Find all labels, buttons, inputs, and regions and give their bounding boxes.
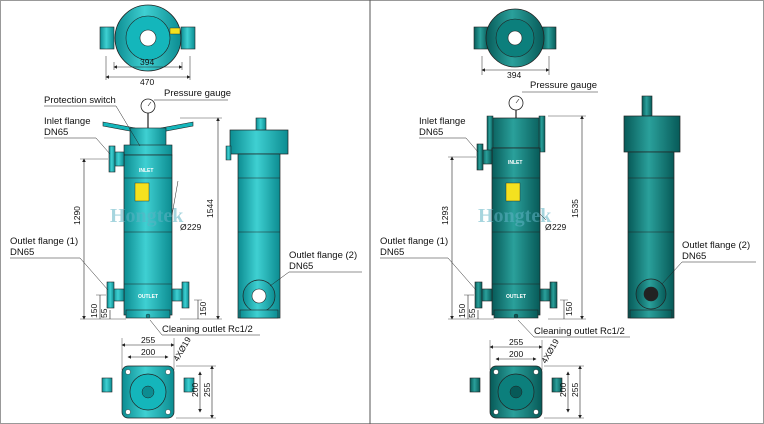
- left-label-protection-switch: Protection switch: [44, 95, 116, 106]
- left-callouts: Protection switch Pressure gauge Inlet f…: [10, 88, 362, 336]
- left-top-dim-outer: 470: [140, 77, 154, 87]
- left-dim-diameter-prefix: Ø: [180, 222, 187, 232]
- left-inlet-mark: INLET: [139, 168, 153, 174]
- left-front-dimensions: 1544 1290 150 55 Ø 229 150: [72, 117, 222, 320]
- left-top-view: 394 470: [99, 4, 196, 87]
- right-label-cleaning-outlet: Cleaning outlet Rc1/2: [534, 326, 625, 337]
- right-label-outlet-flange-2: Outlet flange (2): [682, 240, 750, 251]
- right-plan-view: 255 200 4XØ19 200 255: [469, 337, 584, 419]
- left-panel: 394 470 INLET OUTLET: [10, 4, 362, 419]
- right-label-outlet-size-2: DN65: [682, 251, 706, 262]
- right-dim-diameter-prefix: Ø: [545, 222, 552, 232]
- right-callouts: Pressure gauge Inlet flange DN65 Outlet …: [380, 80, 756, 338]
- right-dim-inlet-height: 1293: [440, 206, 450, 225]
- right-label-inlet-size: DN65: [419, 127, 443, 138]
- left-dim-outlet-b: 55: [99, 308, 109, 318]
- right-dim-diameter: 229: [552, 222, 566, 232]
- right-dim-total-height: 1535: [570, 199, 580, 218]
- left-label-outlet-flange-2: Outlet flange (2): [289, 250, 357, 261]
- left-plan-side-outer: 255: [202, 383, 212, 397]
- left-label-outlet-flange-1: Outlet flange (1): [10, 236, 78, 247]
- right-plan-side-outer: 255: [570, 383, 580, 397]
- left-plan-dim-inner: 200: [141, 347, 155, 357]
- right-plan-side-inner: 200: [558, 383, 568, 397]
- right-plan-dim-inner: 200: [509, 349, 523, 359]
- left-label-outlet-size-1: DN65: [10, 247, 34, 258]
- right-outlet-mark: OUTLET: [506, 294, 526, 300]
- right-dim-outlet-a: 150: [457, 304, 467, 318]
- right-plan-bolts: 4XØ19: [539, 337, 561, 365]
- left-label-inlet-size: DN65: [44, 127, 68, 138]
- right-dim-side-outlet: 150: [564, 302, 574, 316]
- left-plan-bolts: 4XØ19: [171, 335, 193, 363]
- left-dim-side-outlet: 150: [198, 302, 208, 316]
- right-top-view: 394: [473, 8, 557, 80]
- right-watermark: Hongtek: [478, 205, 552, 227]
- right-front-view: INLET OUTLET Hongtek: [474, 95, 558, 319]
- left-dim-diameter: 229: [187, 222, 201, 232]
- right-side-view: [623, 95, 681, 319]
- left-plan-dim-outer: 255: [141, 335, 155, 345]
- right-top-dim-inner: 394: [507, 70, 521, 80]
- right-label-inlet-flange: Inlet flange: [419, 116, 465, 127]
- left-side-view: [225, 117, 289, 319]
- right-front-dimensions: 1535 1293 150 55 Ø 229 150: [440, 115, 586, 320]
- left-watermark: Hongtek: [110, 205, 184, 227]
- left-label-cleaning-outlet: Cleaning outlet Rc1/2: [162, 324, 253, 335]
- left-label-pressure-gauge: Pressure gauge: [164, 88, 231, 99]
- right-panel: 394 INLET OUTLET Hongtek: [380, 8, 756, 419]
- left-outlet-mark: OUTLET: [138, 294, 158, 300]
- left-dim-total-height: 1544: [205, 199, 215, 218]
- right-label-pressure-gauge: Pressure gauge: [530, 80, 597, 91]
- right-label-outlet-flange-1: Outlet flange (1): [380, 236, 448, 247]
- right-plan-dim-outer: 255: [509, 337, 523, 347]
- right-label-outlet-size-1: DN65: [380, 247, 404, 258]
- left-front-view: INLET OUTLET Hongtek: [102, 98, 194, 319]
- right-inlet-mark: INLET: [508, 160, 522, 166]
- left-top-dim-inner: 394: [140, 57, 154, 67]
- left-dim-inlet-height: 1290: [72, 206, 82, 225]
- left-dim-outlet-a: 150: [89, 304, 99, 318]
- left-plan-view: 255 200 4XØ19 200 255: [101, 335, 216, 419]
- left-plan-side-inner: 200: [190, 383, 200, 397]
- left-label-outlet-size-2: DN65: [289, 261, 313, 272]
- left-label-inlet-flange: Inlet flange: [44, 116, 90, 127]
- right-dim-outlet-b: 55: [467, 308, 477, 318]
